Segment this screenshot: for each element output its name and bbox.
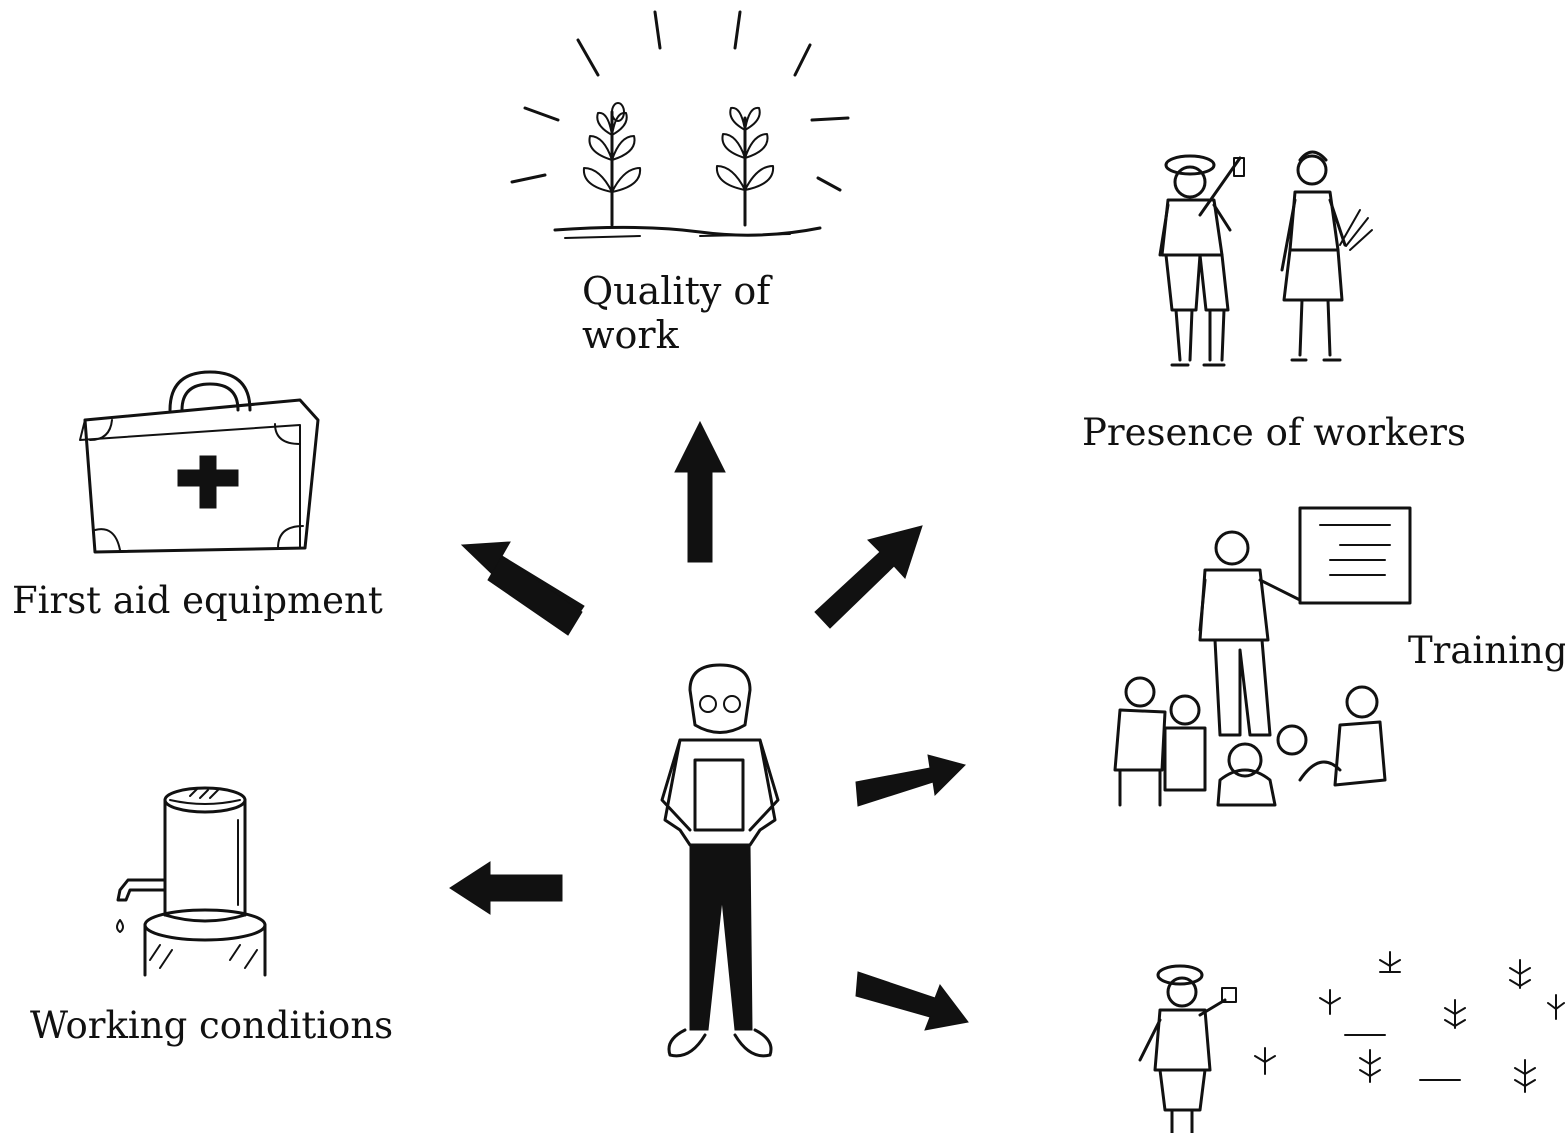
water-container-icon [116, 786, 267, 977]
two-workers-icon [1158, 150, 1373, 367]
label-working-conditions: Working conditions [30, 1004, 394, 1047]
supervisor-with-clipboard-icon [660, 663, 780, 1058]
arrow-up-left-icon [460, 541, 585, 636]
label-quality-of-work: Quality of work [582, 269, 771, 357]
arrow-up-icon [674, 420, 726, 563]
arrow-left-icon [449, 861, 563, 915]
trainer-with-board-icon [1113, 506, 1412, 807]
arrow-right-upper-icon [855, 754, 966, 807]
label-presence-of-workers: Presence of workers [1082, 411, 1466, 454]
worker-with-seedlings-icon [1138, 951, 1565, 1133]
label-first-aid-equipment: First aid equipment [12, 579, 383, 622]
arrow-right-lower-icon [855, 971, 969, 1031]
healthy-plants-icon [510, 10, 850, 239]
label-training: Training [1408, 629, 1565, 672]
arrow-up-right-icon [814, 525, 923, 629]
first-aid-kit-icon [79, 370, 320, 554]
